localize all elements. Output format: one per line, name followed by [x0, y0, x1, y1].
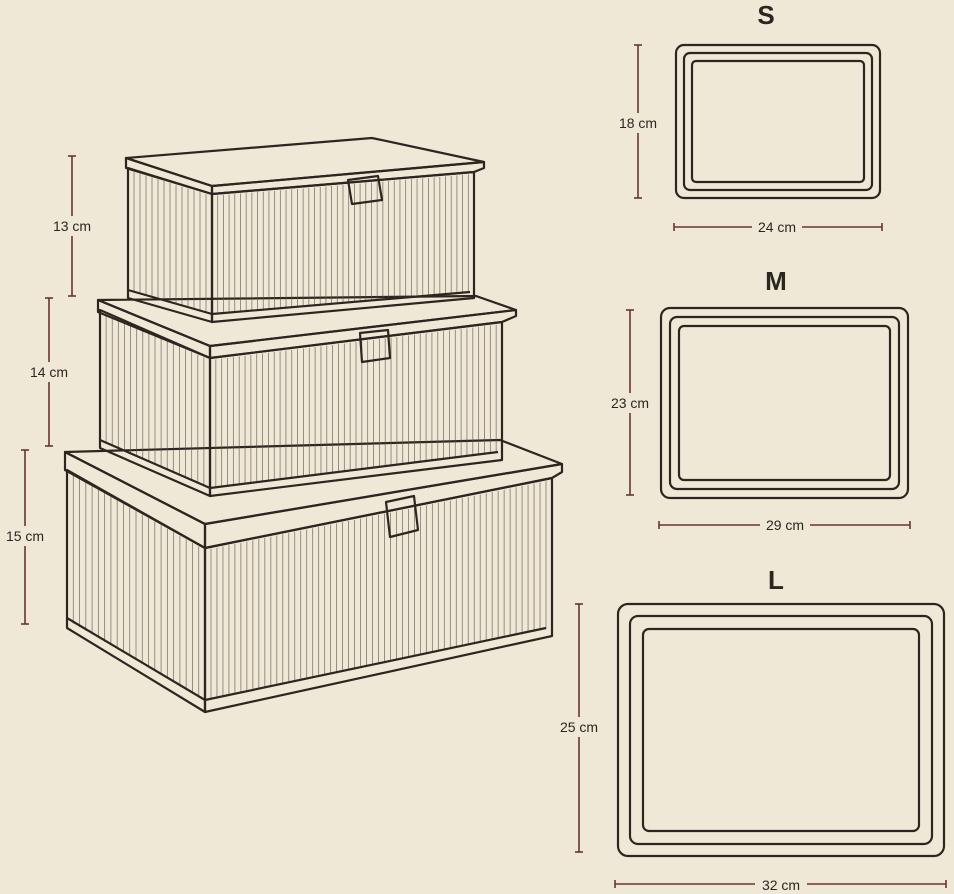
- size-m-width-label: 29 cm: [766, 517, 804, 533]
- medium-box-illustration: [96, 294, 518, 498]
- size-m-top-view: M 23 cm 29 cm: [604, 266, 911, 535]
- small-box-illustration: [124, 136, 486, 324]
- size-s-letter: S: [757, 0, 774, 30]
- large-box-illustration: [63, 438, 564, 714]
- medium-height-dimension: 14 cm: [22, 297, 76, 447]
- size-s-depth-label: 18 cm: [619, 115, 657, 131]
- size-m-letter: M: [765, 266, 787, 296]
- size-l-letter: L: [768, 565, 784, 595]
- size-s-top-view: S 18 cm 24 cm: [612, 0, 883, 237]
- large-height-dimension: 15 cm: [2, 449, 48, 625]
- size-l-width-label: 32 cm: [762, 877, 800, 893]
- size-l-top-view: L 25 cm 32 cm: [553, 565, 947, 894]
- size-s-width-label: 24 cm: [758, 219, 796, 235]
- size-m-depth-label: 23 cm: [611, 395, 649, 411]
- size-l-depth-label: 25 cm: [560, 719, 598, 735]
- medium-height-label: 14 cm: [30, 364, 68, 380]
- small-height-label: 13 cm: [53, 218, 91, 234]
- large-height-label: 15 cm: [6, 528, 44, 544]
- small-height-dimension: 13 cm: [46, 155, 98, 297]
